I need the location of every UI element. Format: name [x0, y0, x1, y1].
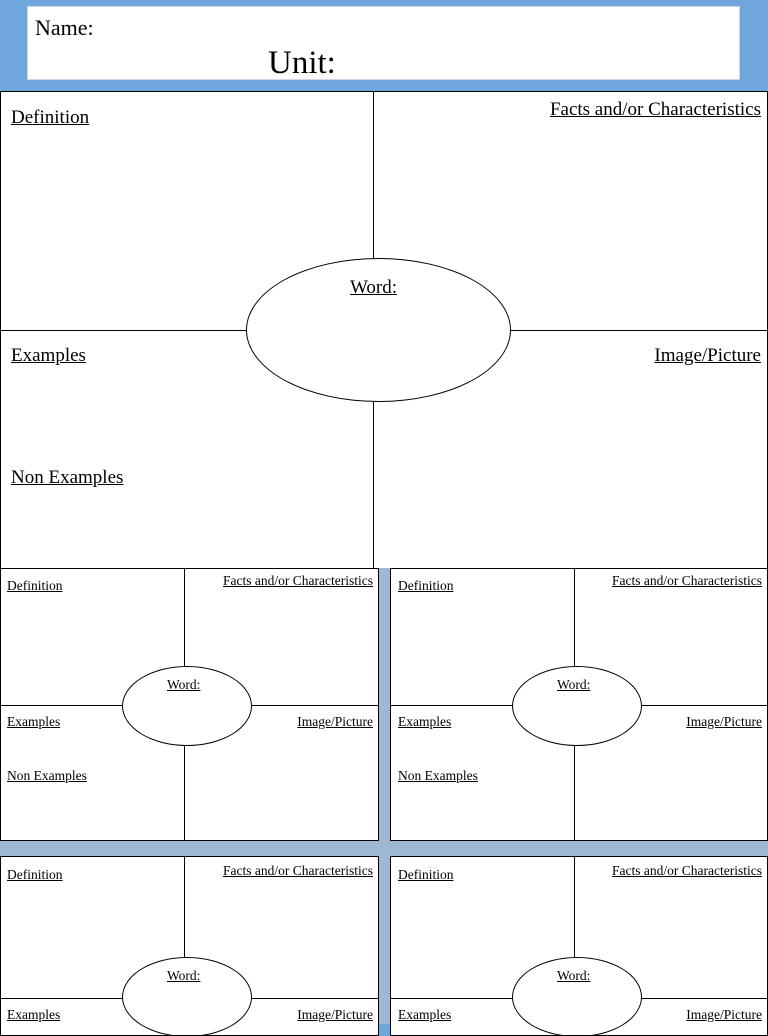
- image-label: Image/Picture: [686, 714, 762, 729]
- non-examples-label: Non Examples: [7, 768, 87, 783]
- examples-label: Examples: [7, 1007, 61, 1022]
- definition-label: Definition: [7, 867, 63, 882]
- name-label: Name:: [35, 15, 94, 40]
- word-label: Word:: [557, 677, 591, 692]
- image-label: Image/Picture: [654, 345, 761, 366]
- definition-label: Definition: [7, 578, 63, 593]
- facts-label: Facts and/or Characteristics: [223, 863, 373, 878]
- word-oval: [122, 666, 252, 746]
- vertical-divider: [184, 857, 185, 1035]
- definition-label: Definition: [398, 867, 454, 882]
- definition-label: Definition: [398, 578, 454, 593]
- frayer-model-large: Definition Facts and/or Characteristics …: [0, 91, 768, 569]
- facts-label: Facts and/or Characteristics: [612, 573, 762, 588]
- word-label: Word:: [167, 968, 201, 983]
- header-box: Name: Unit:: [27, 6, 740, 81]
- examples-label: Examples: [11, 345, 86, 366]
- word-label: Word:: [350, 277, 398, 298]
- facts-label: Facts and/or Characteristics: [549, 99, 761, 120]
- image-label: Image/Picture: [686, 1007, 762, 1022]
- definition-label: Definition: [11, 107, 90, 128]
- image-label: Image/Picture: [297, 1007, 373, 1022]
- word-label: Word:: [167, 677, 201, 692]
- frayer-model-small: Definition Facts and/or Characteristics …: [0, 856, 379, 1036]
- frayer-model-small: Definition Facts and/or Characteristics …: [390, 568, 768, 841]
- facts-label: Facts and/or Characteristics: [612, 863, 762, 878]
- examples-label: Examples: [7, 714, 61, 729]
- unit-label: Unit:: [268, 45, 336, 81]
- non-examples-label: Non Examples: [11, 467, 124, 488]
- frayer-model-small: Definition Facts and/or Characteristics …: [0, 568, 379, 841]
- word-oval: [512, 957, 642, 1035]
- examples-label: Examples: [398, 714, 452, 729]
- word-oval: [512, 666, 642, 746]
- word-label: Word:: [557, 968, 591, 983]
- image-label: Image/Picture: [297, 714, 373, 729]
- frayer-model-small: Definition Facts and/or Characteristics …: [390, 856, 768, 1036]
- non-examples-label: Non Examples: [398, 768, 478, 783]
- vertical-divider: [574, 857, 575, 1035]
- word-oval: [122, 957, 252, 1035]
- facts-label: Facts and/or Characteristics: [223, 573, 373, 588]
- word-oval: [246, 258, 511, 402]
- examples-label: Examples: [398, 1007, 452, 1022]
